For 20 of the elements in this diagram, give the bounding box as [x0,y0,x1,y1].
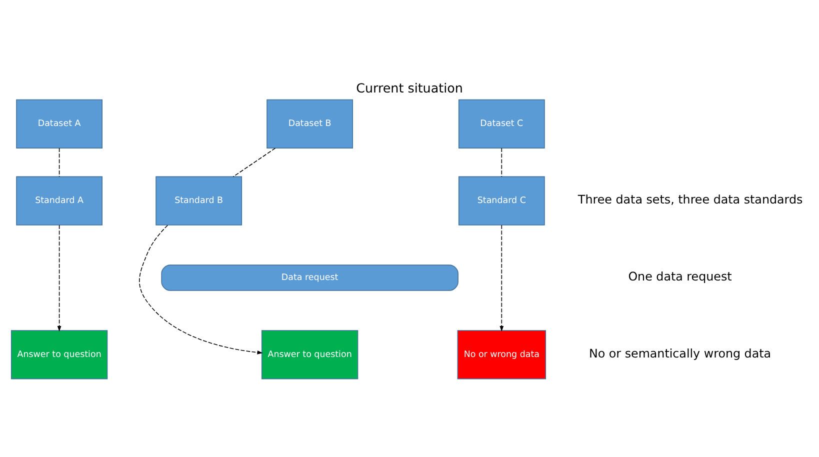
label: Three data sets, three data standards [578,192,803,206]
node-box: Standard A [16,176,103,225]
node-box: Data request [161,264,458,290]
node-box: Standard C [458,176,545,225]
arrow [57,224,62,332]
node-box: Standard B [156,176,242,225]
connector [501,147,502,177]
node-box: Dataset B [266,98,354,148]
node-box: No or wrong data [457,330,546,379]
node-box: Answer to question [261,330,358,379]
diagram-title: Current situation [356,80,463,95]
arrow [500,224,504,332]
node-box: Answer to question [10,330,108,379]
node-box: Dataset A [16,98,103,148]
label: One data request [628,269,732,284]
label: No or semantically wrong data [588,346,772,360]
connector [232,147,276,177]
node-box: Dataset C [458,98,545,148]
arrow [139,224,263,354]
connector [58,147,60,177]
